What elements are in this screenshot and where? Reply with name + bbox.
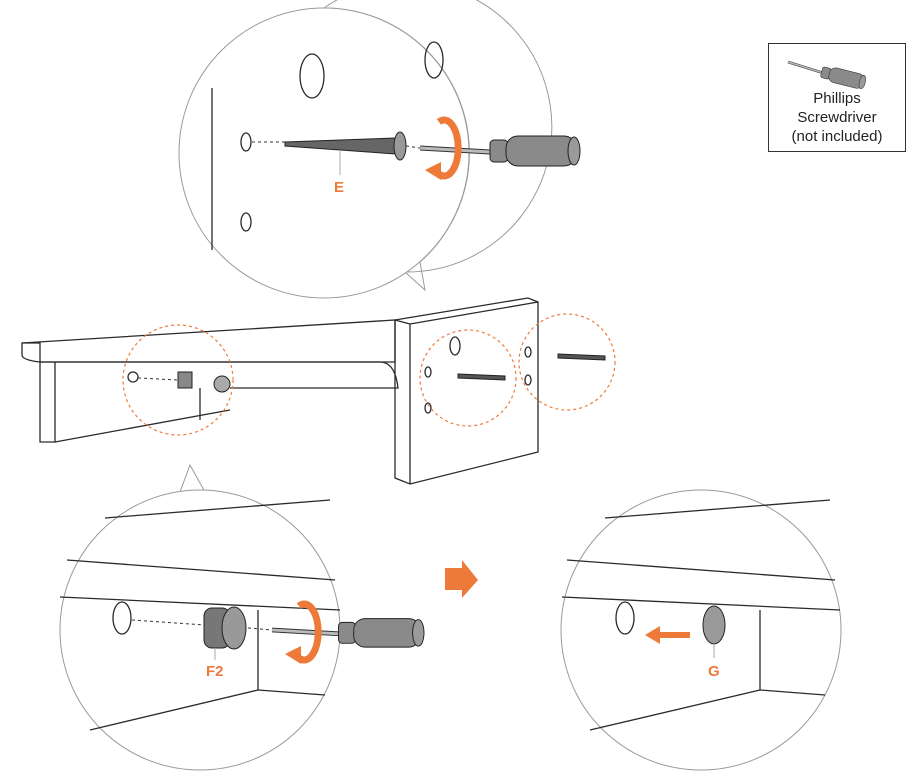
shelf-assembly <box>21 297 616 485</box>
label-cam-bolt-f2: F2 <box>206 663 224 680</box>
label-cover-cap-g: G <box>708 663 720 680</box>
zoom-circle-bottom-right: G <box>560 489 842 771</box>
cover-cap-g-icon <box>702 605 726 645</box>
next-step-arrow-icon <box>445 560 478 598</box>
tool-name-line1: Phillips <box>813 90 861 107</box>
screw-e-icon <box>284 131 407 161</box>
insert-arrow-icon <box>645 626 690 644</box>
tool-note: (not included) <box>791 128 883 145</box>
zoom-circle-bottom-left: F2 <box>59 463 424 771</box>
label-screw-e: E <box>334 179 344 196</box>
zoom-circle-top: E <box>178 0 580 299</box>
cam-bolt-f2-icon <box>203 606 247 650</box>
tool-name-line2: Screwdriver <box>797 109 877 126</box>
required-tool-box: Phillips Screwdriver (not included) <box>768 43 906 152</box>
